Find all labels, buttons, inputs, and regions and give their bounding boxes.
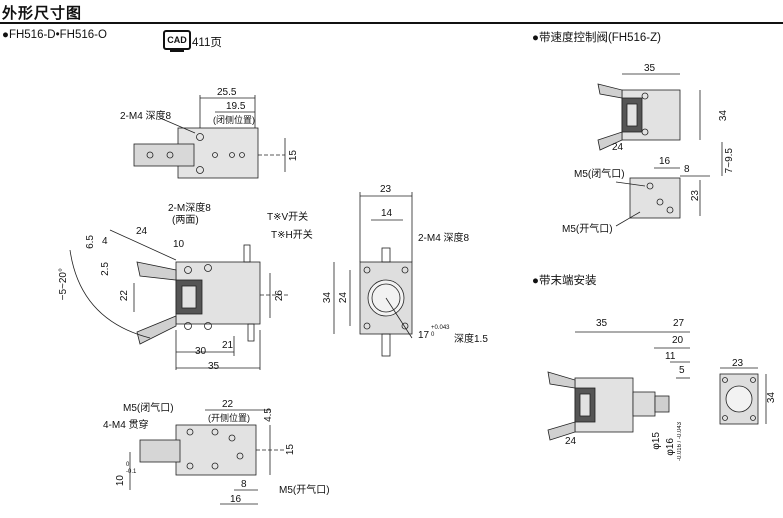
em-dim-24: 24: [565, 436, 577, 447]
title-underline: [0, 22, 783, 24]
sv-dim-35: 35: [644, 63, 656, 74]
sv-close-port: M5(闭气口): [574, 169, 625, 180]
side-bore-tolerance: +0.043 0: [431, 325, 450, 339]
side-view-drawing: [333, 192, 413, 357]
em-dim-20: 20: [672, 335, 684, 346]
end-mount-drawing: [547, 331, 767, 441]
cad-icon-stand: [170, 49, 184, 52]
bottom-close-port: M5(闭气口): [123, 403, 174, 414]
page-title: 外形尺寸图: [2, 5, 83, 22]
bottom-dim-4-5: 4.5: [263, 408, 274, 422]
front-dim-30: 30: [195, 346, 207, 357]
switch-h-label: T※H开关: [271, 230, 313, 241]
sv-range: 7~9.5: [724, 148, 735, 174]
em-dim-35: 35: [596, 318, 608, 329]
front-hole-label: 2-M深度8: [168, 203, 211, 214]
front-dim-26: 26: [274, 290, 285, 302]
em-dim-5: 5: [679, 365, 685, 376]
front-dim-22: 22: [119, 290, 130, 302]
bottom-dim-10-tolerance: 0 -0.1: [126, 462, 136, 476]
front-hole-label-faces: (两面): [172, 215, 199, 226]
front-dim-2-5: 2.5: [100, 262, 111, 276]
em-dim-11: 11: [665, 351, 676, 362]
side-hole-label: 2-M4 深度8: [418, 233, 470, 244]
side-dim-24: 24: [338, 292, 349, 304]
sv-dim-34: 34: [718, 110, 729, 122]
sv-dim-24: 24: [612, 142, 624, 153]
sv-dim-8: 8: [684, 164, 690, 175]
front-dim-24: 24: [136, 226, 148, 237]
side-dim-23: 23: [380, 184, 392, 195]
em-dim-phi16: φ16: [665, 438, 676, 456]
em-dim-34: 34: [766, 392, 777, 404]
tol-10-upper: 0: [126, 462, 130, 468]
side-dim-34: 34: [322, 292, 333, 304]
speed-valve-label: ●带速度控制阀(FH516-Z): [532, 32, 661, 44]
bottom-dim-16: 16: [230, 494, 242, 505]
top-closed-position: (闭侧位置): [213, 115, 255, 125]
bottom-open-position: (开侧位置): [208, 413, 250, 423]
side-bore-dim: 17: [418, 330, 430, 341]
bottom-dim-8: 8: [241, 479, 247, 490]
bottom-open-port: M5(开气口): [279, 485, 330, 496]
bottom-dim-10: 10: [115, 475, 126, 487]
switch-v-label: T※V开关: [267, 212, 309, 223]
top-dim-15: 15: [288, 150, 299, 162]
em-dim-23: 23: [732, 358, 744, 369]
front-dim-35: 35: [208, 361, 220, 372]
side-dim-14: 14: [381, 208, 393, 219]
bottom-dim-22: 22: [222, 399, 234, 410]
em-dim-phi15: φ15: [651, 432, 662, 450]
cad-page-link[interactable]: 411页: [192, 37, 222, 49]
bore-tol-upper: +0.043: [431, 325, 450, 331]
model-label: ●FH516-D•FH516-O: [2, 29, 107, 41]
speed-valve-drawing: [597, 73, 723, 227]
sv-dim-16: 16: [659, 156, 671, 167]
front-dim-21: 21: [222, 340, 234, 351]
front-angle: −5~20°: [58, 268, 69, 301]
front-dim-6-5: 6.5: [85, 235, 96, 249]
front-dim-10: 10: [173, 239, 185, 250]
bottom-dim-15: 15: [285, 444, 296, 456]
sv-dim-23: 23: [690, 190, 701, 202]
bottom-view-drawing: [129, 409, 284, 505]
top-dim-19-5: 19.5: [226, 101, 246, 112]
top-hole-label: 2-M4 深度8: [120, 111, 172, 122]
tol-10-lower: -0.1: [126, 469, 137, 475]
em-dim-27: 27: [673, 318, 685, 329]
top-dim-25-5: 25.5: [217, 87, 237, 98]
front-dim-4: 4: [102, 236, 108, 247]
bore-tol-lower: 0: [431, 332, 435, 338]
bottom-thru-holes: 4-M4 贯穿: [103, 420, 149, 431]
front-view-drawing: [69, 229, 290, 370]
em-phi16-tolerance: -0.016 / -0.043: [677, 422, 683, 462]
top-view-drawing: [133, 95, 286, 179]
end-mount-label: ●带末端安装: [532, 275, 597, 287]
side-bore-depth: 深度1.5: [454, 334, 488, 345]
sv-open-port: M5(开气口): [562, 224, 613, 235]
